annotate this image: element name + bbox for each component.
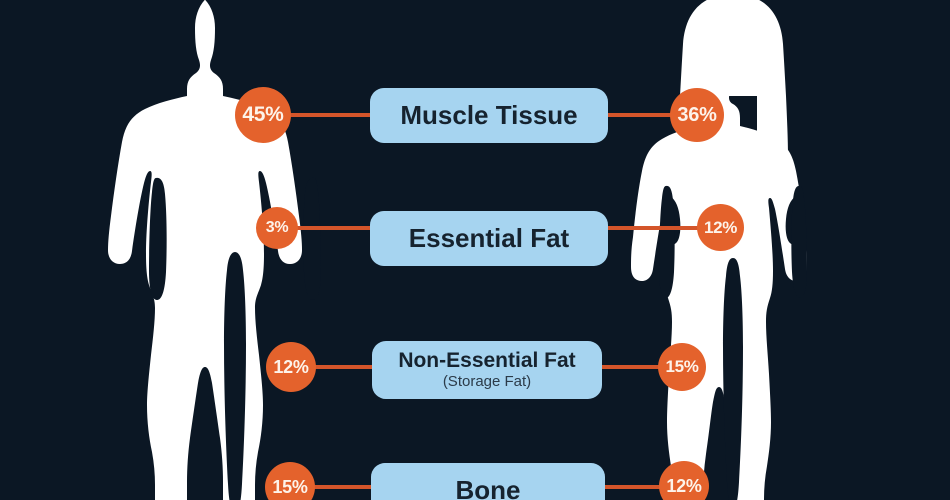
label-muscle-tissue: Muscle Tissue <box>370 88 608 143</box>
left-percent-bone: 15% <box>265 462 315 500</box>
label-title-essential-fat: Essential Fat <box>408 222 570 253</box>
female-silhouette <box>631 0 807 500</box>
label-subtitle-non-essential-fat: (Storage Fat) <box>442 372 532 390</box>
right-percent-non-essential-fat: 15% <box>658 343 706 391</box>
connector-left-bone <box>308 485 380 489</box>
connector-right-non-essential-fat <box>598 365 666 369</box>
connector-right-muscle-tissue <box>592 113 698 117</box>
right-percent-bone: 12% <box>659 461 709 500</box>
left-percent-non-essential-fat: 12% <box>266 342 316 392</box>
left-percent-essential-fat: 3% <box>256 207 298 249</box>
male-silhouette <box>108 0 321 500</box>
left-percent-muscle-tissue: 45% <box>235 87 291 143</box>
label-title-muscle-tissue: Muscle Tissue <box>400 99 578 130</box>
connector-left-essential-fat <box>293 226 386 230</box>
connector-left-non-essential-fat <box>308 365 378 369</box>
right-percent-muscle-tissue: 36% <box>670 88 724 142</box>
label-bone: Bone <box>371 463 605 500</box>
label-non-essential-fat: Non-Essential Fat (Storage Fat) <box>372 341 602 399</box>
label-title-bone: Bone <box>455 475 521 500</box>
connector-right-essential-fat <box>592 226 704 230</box>
label-essential-fat: Essential Fat <box>370 211 608 266</box>
label-title-non-essential-fat: Non-Essential Fat <box>398 348 576 372</box>
right-percent-essential-fat: 12% <box>697 204 744 251</box>
connector-right-bone <box>598 485 666 489</box>
connector-left-muscle-tissue <box>274 113 386 117</box>
